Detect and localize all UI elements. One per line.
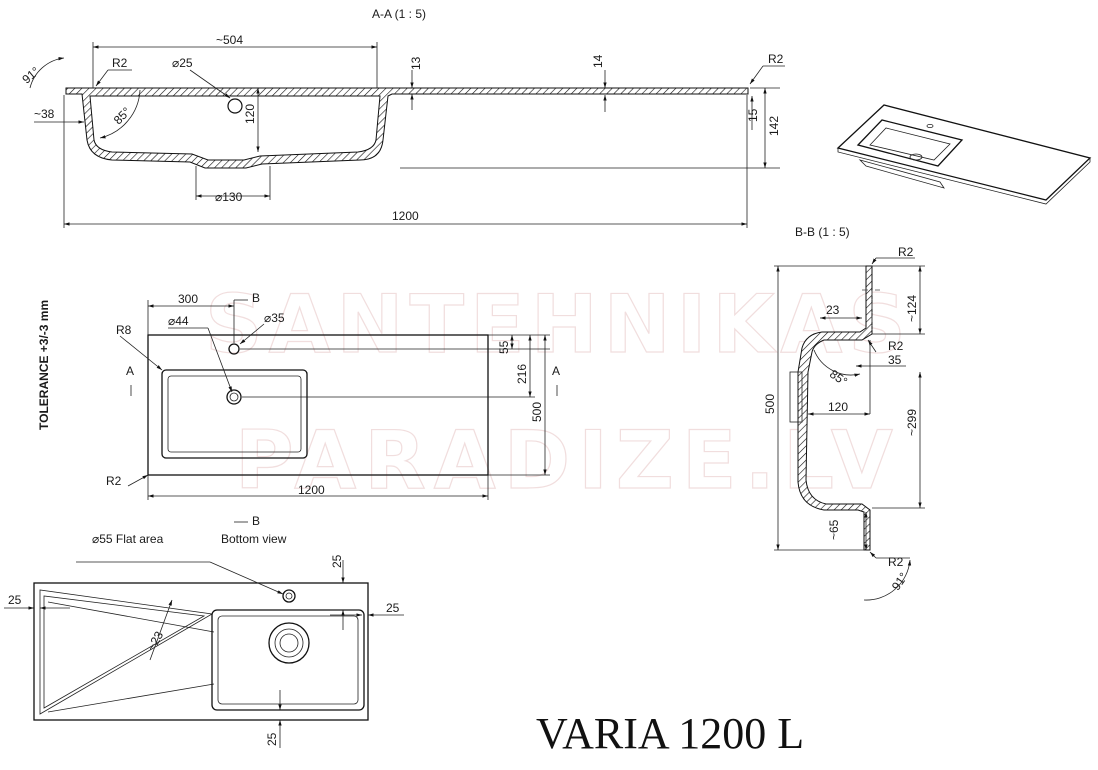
dim-drain-130: ⌀130: [215, 190, 243, 204]
bottom-view-label: Bottom view: [221, 532, 287, 546]
dim-height-120: 120: [243, 104, 257, 124]
dim-d500: 500: [530, 402, 544, 422]
dim-bb-299: ~299: [905, 409, 919, 436]
dim-bb-124: ~124: [905, 295, 919, 322]
dim-r2: R2: [106, 474, 122, 488]
section-aa-profile: [65, 87, 749, 169]
dim-height-142: 142: [767, 116, 781, 136]
section-bb-profile: [797, 265, 873, 551]
section-mark-b-top: B: [252, 291, 260, 305]
drain-hole-icon: [227, 98, 243, 114]
dim-r2-left: R2: [112, 56, 128, 70]
dim-bb-angle-91: 91°: [889, 570, 911, 593]
dim-angle-91: 91°: [19, 64, 42, 87]
dim-bv-25-left: 25: [8, 593, 22, 607]
dim-bb-65: ~65: [827, 519, 841, 540]
drain-icon: [226, 389, 242, 405]
dim-overall-1200: 1200: [392, 209, 419, 223]
flat-area-label: ⌀55 Flat area: [92, 532, 164, 546]
section-marks: [130, 299, 558, 523]
section-mark-b-bottom: B: [252, 514, 260, 528]
dim-hole-44: ⌀44: [168, 314, 189, 328]
bottom-view-basin: [211, 609, 365, 711]
dim-w1200: 1200: [298, 483, 325, 497]
dim-angle-85: 85°: [111, 104, 134, 127]
top-view: TOLERANCE +3/-3 mm 300 R: [37, 291, 560, 546]
bottom-tap-hole-icon: [282, 589, 296, 603]
dim-bb-35: 35: [888, 353, 902, 367]
section-mark-a-right: A: [552, 364, 560, 378]
dim-bv-25-bottom: 25: [265, 732, 279, 746]
bottom-view: ⌀55 Flat area 25 25 25 ~23 25: [4, 532, 404, 748]
section-bb: B-B (1 : 5) R2 ~124: [763, 225, 925, 601]
section-aa-dim-lines: [29, 42, 785, 228]
top-view-outline: [147, 334, 489, 476]
dim-bb-120: 120: [828, 400, 848, 414]
isometric-preview: [836, 104, 1092, 205]
dim-depth-38: ~38: [34, 107, 55, 121]
dim-r2-right: R2: [768, 52, 784, 66]
watermark-line-2: PARADIZE.LV: [235, 414, 901, 507]
dim-bb-23: 23: [826, 303, 840, 317]
watermark: SANTEHNIKAS PARADIZE.LV: [204, 277, 912, 507]
dim-bb-r2-top: R2: [898, 245, 914, 259]
section-aa: A-A (1 : 5): [19, 7, 785, 228]
dim-drain-hole: ⌀25: [172, 56, 193, 70]
dim-bb-r2-bottom: R2: [888, 555, 904, 569]
section-bb-label: B-B (1 : 5): [795, 225, 850, 239]
dim-offset-300: 300: [178, 292, 198, 306]
dim-r8: R8: [116, 323, 132, 337]
dim-thickness-14: 14: [591, 54, 605, 68]
tolerance-note: TOLERANCE +3/-3 mm: [37, 300, 51, 430]
section-bb-dim-lines: [774, 257, 925, 601]
tap-hole-icon: [228, 343, 240, 355]
dim-d216: 216: [515, 364, 529, 384]
dim-bv-23: ~23: [144, 629, 166, 654]
product-title: VARIA 1200 L: [536, 709, 804, 758]
section-aa-label: A-A (1 : 5): [372, 7, 426, 21]
dim-width-basin: ~504: [216, 33, 243, 47]
dim-thickness-13: 13: [409, 56, 423, 70]
dim-bb-r2-mid: R2: [888, 339, 904, 353]
top-view-basin: [161, 369, 308, 459]
bottom-drain-outer-icon: [268, 622, 310, 664]
dim-bv-25-right: 25: [386, 601, 400, 615]
watermark-line-1: SANTEHNIKAS: [205, 278, 912, 371]
section-mark-a-left: A: [126, 364, 134, 378]
top-view-dim-lines: [119, 300, 550, 500]
dim-hole-35: ⌀35: [264, 311, 285, 325]
dim-bb-500: 500: [763, 394, 777, 414]
dim-d55: 55: [497, 340, 511, 354]
bottom-view-dim-lines: [4, 560, 404, 748]
dim-bv-25-top: 25: [330, 554, 344, 568]
dim-height-15: 15: [746, 108, 760, 122]
bottom-view-outline: [33, 582, 369, 721]
